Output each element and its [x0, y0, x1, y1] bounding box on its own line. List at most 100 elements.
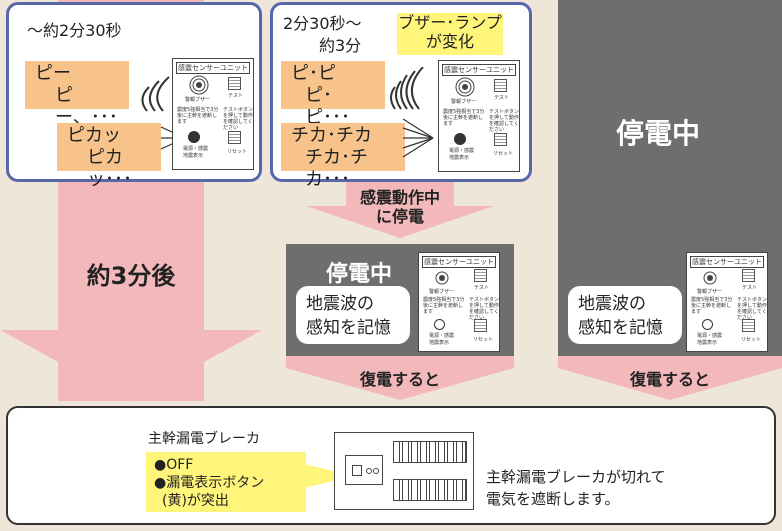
leak-indicator-icon: [366, 468, 372, 474]
distribution-board: [334, 432, 474, 510]
sensor-title: 感震センサーユニット: [422, 256, 496, 268]
reset-button[interactable]: [742, 319, 755, 332]
test-button[interactable]: [742, 269, 755, 282]
lamp-caption: 電源・感震: [697, 333, 723, 339]
sensor-unit: 感震センサーユニット 警報ブザー テスト 震度5強相当で3分後に主幹を遮断します…: [418, 252, 500, 352]
result-line-2: 電気を遮断します。: [486, 490, 620, 508]
change-line-2: が変化: [425, 32, 474, 51]
test-note: テストボタンを押して動作を確認してください: [469, 297, 500, 321]
memory-line-2: 感知を記憶: [578, 318, 663, 338]
lamp-caption: 電源・感震: [449, 148, 475, 154]
buzzer-icon: [703, 271, 717, 285]
sensor-title: 感震センサーユニット: [442, 64, 516, 76]
sensor-title: 感震センサーユニット: [690, 256, 764, 268]
lamp-caption-2: 地震表示: [183, 153, 204, 159]
test-note: テストボタンを押して動作を確認してください: [737, 297, 768, 321]
sound-label: ピー ピー、･･･: [25, 61, 129, 128]
branch-breakers-top: [393, 441, 467, 463]
leak-indicator-icon-2: [373, 468, 379, 474]
buzzer-caption: 警報ブザー: [185, 97, 211, 103]
lamp-caption: 電源・感震: [183, 146, 209, 152]
sensor-unit: 感震センサーユニット 警報ブザー テスト 震度5強相当で3分後に主幹を遮断します…: [438, 60, 520, 172]
change-line-1: ブザー･ランプ: [398, 13, 502, 32]
earthquake-lamp: [188, 131, 200, 143]
outage-column: 停電中 地震波の 感知を記憶 感震センサーユニット 警報ブザー テスト 震度5強…: [558, 0, 782, 356]
lamp-caption-2: 地震表示: [429, 340, 450, 346]
earthquake-lamp-off: [434, 319, 445, 330]
change-label: ブザー･ランプ が変化: [397, 13, 503, 55]
buzzer-caption: 警報ブザー: [451, 99, 477, 105]
lamp-caption-2: 地震表示: [449, 155, 470, 161]
time-line-2: 約3分: [319, 36, 362, 55]
sensor-note: 震度5強相当で3分後に主幹を遮断します: [177, 107, 219, 125]
down-arrow-big: [0, 330, 262, 402]
arrow-outage-line-2: に停電: [375, 207, 424, 226]
sensor-note: 震度5強相当で3分後に主幹を遮断します: [691, 297, 733, 315]
memory-label: 地震波の 感知を記憶: [568, 286, 682, 344]
reset-caption: リセット: [227, 149, 248, 155]
sound-waves-icon: [390, 67, 424, 110]
test-button[interactable]: [474, 269, 487, 282]
arrow-outage-label: 感震動作中 に停電: [306, 188, 494, 226]
reset-button[interactable]: [474, 319, 487, 332]
flash-rays-icon: [402, 118, 434, 158]
bullet-button: ●漏電表示ボタン: [154, 475, 265, 491]
earthquake-lamp-off: [702, 319, 713, 330]
test-caption: テスト: [228, 93, 244, 99]
reset-button[interactable]: [494, 133, 507, 146]
memory-line-1: 地震波の: [306, 294, 374, 314]
arrow-outage-line-1: 感震動作中: [359, 188, 440, 207]
arrow-restore: [286, 356, 514, 400]
sound-waves-icon: [141, 76, 170, 112]
main-breaker: [345, 455, 383, 485]
result-text: 主幹漏電ブレーカが切れて 電気を遮断します。: [486, 466, 666, 510]
flash-label: ピカッ ピカッ･･･: [57, 123, 161, 190]
flash-line-2: ピカッ･･･: [87, 147, 132, 190]
memory-line-2: 感知を記憶: [306, 318, 391, 338]
test-button[interactable]: [228, 77, 241, 90]
reset-caption: リセット: [473, 337, 494, 343]
panel-phase-2: 2分30秒～ 約3分 ブザー･ランプ が変化 ピ･ピ ピ･ピ･･･ チカ･チカ …: [270, 2, 532, 190]
callout-pointer: [304, 464, 354, 488]
sensor-title: 感震センサーユニット: [176, 62, 250, 74]
memory-line-1: 地震波の: [578, 294, 646, 314]
time-line-1: 2分30秒～: [283, 14, 362, 33]
reset-button[interactable]: [228, 131, 241, 144]
time-label: ～約2分30秒: [27, 21, 122, 40]
flash-line-2: チカ･チカ･･･: [305, 147, 368, 190]
restore-label: 復電すると: [629, 370, 710, 389]
flash-line-1: ピカッ: [67, 125, 121, 146]
branch-breakers-bottom: [393, 479, 467, 501]
test-note: テストボタンを押して動作を確認してください: [223, 107, 254, 131]
sound-line-1: ピ･ピ: [291, 63, 336, 84]
result-box: 主幹漏電ブレーカ ●OFF ●漏電表示ボタン (黄)が突出 主幹漏電ブレーカが切…: [6, 406, 776, 525]
breaker-status: ●OFF ●漏電表示ボタン (黄)が突出: [146, 452, 306, 512]
buzzer-caption: 警報ブザー: [697, 289, 723, 295]
sensor-note: 震度5強相当で3分後に主幹を遮断します: [443, 109, 485, 127]
earthquake-lamp: [454, 133, 466, 145]
outage-label: 停電中: [326, 262, 393, 287]
test-button[interactable]: [494, 79, 507, 92]
sensor-note: 震度5強相当で3分後に主幹を遮断します: [423, 297, 465, 315]
result-line-1: 主幹漏電ブレーカが切れて: [486, 468, 666, 486]
bullet-button-cont: (黄)が突出: [162, 493, 229, 509]
after-3min-label: 約3分後: [86, 262, 176, 290]
buzzer-caption: 警報ブザー: [429, 289, 455, 295]
test-caption: テスト: [474, 285, 490, 291]
breaker-switch-icon: [352, 465, 362, 476]
outage-box: 停電中 地震波の 感知を記憶 感震センサーユニット 警報ブザー テスト 震度5強…: [286, 244, 514, 356]
arrow-outage: [306, 182, 494, 238]
buzzer-icon: [435, 271, 449, 285]
outage-label: 停電中: [616, 117, 701, 150]
sound-label: ピ･ピ ピ･ピ･･･: [281, 61, 385, 128]
arrow-restore: [558, 356, 782, 400]
test-note: テストボタンを押して動作を確認してください: [489, 109, 520, 133]
restore-label: 復電すると: [359, 370, 440, 389]
flash-line-1: チカ･チカ: [291, 125, 372, 146]
panel-phase-1: ～約2分30秒 ピー ピー、･･･ ピカッ ピカッ･･･ 感震センサーユニット: [6, 2, 262, 190]
sensor-unit: 感震センサーユニット 警報ブザー テスト 震度5強相当で3分後に主幹を遮断します…: [172, 58, 254, 170]
memory-label: 地震波の 感知を記憶: [296, 286, 410, 344]
sound-line-2: ピ･ピ･･･: [305, 85, 350, 128]
lamp-caption: 電源・感震: [429, 333, 455, 339]
time-label: 2分30秒～ 約3分: [283, 13, 362, 57]
